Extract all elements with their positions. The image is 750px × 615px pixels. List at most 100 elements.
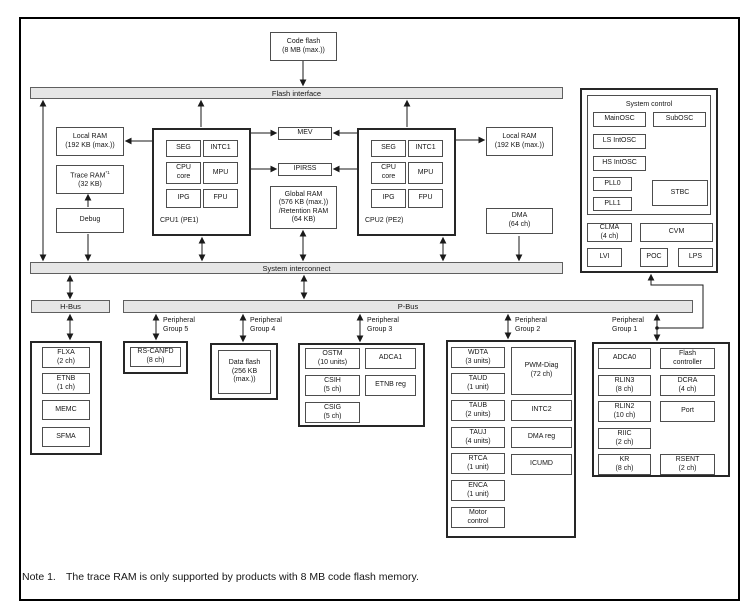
dcra-box: DCRA(4 ch) xyxy=(660,375,715,396)
pll1-box: PLL1 xyxy=(593,197,632,211)
wdta-box: WDTA(3 units) xyxy=(451,347,505,368)
icumd-box: ICUMD xyxy=(511,454,572,475)
p-bus: P-Bus xyxy=(123,300,693,313)
mpu-box: MPU xyxy=(408,162,443,184)
tauj-box: TAUJ(4 units) xyxy=(451,427,505,448)
etnb-box: ETNB(1 ch) xyxy=(42,373,90,394)
etnb-reg-box: ETNB reg xyxy=(365,375,416,396)
bus-label: System interconnect xyxy=(262,263,331,273)
group2-block: WDTA(3 units) TAUD(1 unit) TAUB(2 units)… xyxy=(446,340,576,538)
group3-block: OSTM(10 units) ADCA1 CSIH(5 ch) ETNB reg… xyxy=(298,343,425,427)
adca1-box: ADCA1 xyxy=(365,348,416,369)
trace-ram-box: Trace RAM*1 (32 KB) xyxy=(56,165,124,194)
system-control-block: System control MainOSC SubOSC LS IntOSC … xyxy=(580,88,718,273)
ipg-box: IPG xyxy=(166,189,201,208)
port-box: Port xyxy=(660,401,715,422)
code-flash-box: Code flash (8 MB (max.)) xyxy=(270,32,337,61)
mev-box: MEV xyxy=(278,127,332,140)
lps-box: LPS xyxy=(678,248,713,267)
intc2-box: INTC2 xyxy=(511,400,572,421)
lvi-box: LVI xyxy=(587,248,622,267)
ls-intosc-box: LS IntOSC xyxy=(593,134,646,149)
footnote-marker: *1 xyxy=(105,169,110,175)
rs-canfd-box: RS-CANFD(8 ch) xyxy=(130,347,181,367)
hbus-peripheral-block: FLXA(2 ch) ETNB(1 ch) MEMC SFMA xyxy=(30,341,102,455)
csih-box: CSIH(5 ch) xyxy=(305,375,360,396)
group4-block: Data flash (256 KB (max.)) xyxy=(210,343,278,400)
enca-box: ENCA(1 unit) xyxy=(451,480,505,501)
bus-label: Flash interface xyxy=(271,88,322,98)
label-line: Code flash xyxy=(286,37,321,45)
dma-box: DMA (64 ch) xyxy=(486,208,553,234)
seg-box: SEG xyxy=(166,140,201,157)
label-line: Local RAM xyxy=(72,132,108,140)
bus-label: P-Bus xyxy=(397,302,419,311)
system-control-title: System control xyxy=(625,101,673,108)
taud-box: TAUD(1 unit) xyxy=(451,373,505,394)
mpu-box: MPU xyxy=(203,162,238,184)
ipirss-box: IPIRSS xyxy=(278,163,332,176)
flxa-box: FLXA(2 ch) xyxy=(42,347,90,368)
pwm-diag-box: PWM-Diag(72 ch) xyxy=(511,347,572,395)
ipg-box: IPG xyxy=(371,189,406,208)
riic-box: RIIC(2 ch) xyxy=(598,428,651,449)
label-line: Trace RAM*1 xyxy=(70,169,110,179)
ostm-box: OSTM(10 units) xyxy=(305,348,360,369)
intc1-box: INTC1 xyxy=(408,140,443,157)
system-control-inner: System control MainOSC SubOSC LS IntOSC … xyxy=(587,95,711,215)
fpu-box: FPU xyxy=(203,189,238,208)
label-line: (8 MB (max.)) xyxy=(282,46,325,54)
label-line: (192 KB (max.)) xyxy=(65,141,115,149)
rsent-box: RSENT(2 ch) xyxy=(660,454,715,475)
cpu1-label: CPU1 (PE1) xyxy=(160,217,199,224)
bus-label: H-Bus xyxy=(60,302,81,311)
mainosc-box: MainOSC xyxy=(593,112,646,127)
fpu-box: FPU xyxy=(408,189,443,208)
memc-box: MEMC xyxy=(42,400,90,420)
poc-box: POC xyxy=(640,248,668,267)
h-bus: H-Bus xyxy=(31,300,110,313)
label-line: Debug xyxy=(79,216,101,224)
csig-box: CSIG(5 ch) xyxy=(305,402,360,423)
flash-interface-bus: Flash interface xyxy=(30,87,563,99)
local-ram1-box: Local RAM (192 KB (max.)) xyxy=(56,127,124,156)
pll0-box: PLL0 xyxy=(593,177,632,191)
rtca-box: RTCA(1 unit) xyxy=(451,453,505,474)
rlin3-box: RLIN3(8 ch) xyxy=(598,375,651,396)
adca0-box: ADCA0 xyxy=(598,348,651,369)
group5-block: RS-CANFD(8 ch) xyxy=(123,341,188,374)
note-text: The trace RAM is only supported by produ… xyxy=(66,571,419,583)
system-interconnect-bus: System interconnect xyxy=(30,262,563,274)
cpu2-label: CPU2 (PE2) xyxy=(365,217,404,224)
taub-box: TAUB(2 units) xyxy=(451,400,505,421)
cvm-box: CVM xyxy=(640,223,713,242)
stbc-box: STBC xyxy=(652,180,708,206)
clma-box: CLMA(4 ch) xyxy=(587,223,632,242)
dma-reg-box: DMA reg xyxy=(511,427,572,448)
diagram-frame xyxy=(19,17,740,601)
global-ram-box: Global RAM (576 KB (max.)) /Retention RA… xyxy=(270,186,337,229)
subosc-box: SubOSC xyxy=(653,112,706,127)
hs-intosc-box: HS IntOSC xyxy=(593,156,646,171)
intc1-box: INTC1 xyxy=(203,140,238,157)
seg-box: SEG xyxy=(371,140,406,157)
data-flash-box: Data flash (256 KB (max.)) xyxy=(218,350,271,394)
label-line: (32 KB) xyxy=(78,180,102,188)
kr-box: KR(8 ch) xyxy=(598,454,651,475)
sfma-box: SFMA xyxy=(42,427,90,447)
note-label: Note 1. xyxy=(22,571,56,583)
local-ram2-box: Local RAM (192 KB (max.)) xyxy=(486,127,553,156)
rlin2-box: RLIN2(10 ch) xyxy=(598,401,651,422)
